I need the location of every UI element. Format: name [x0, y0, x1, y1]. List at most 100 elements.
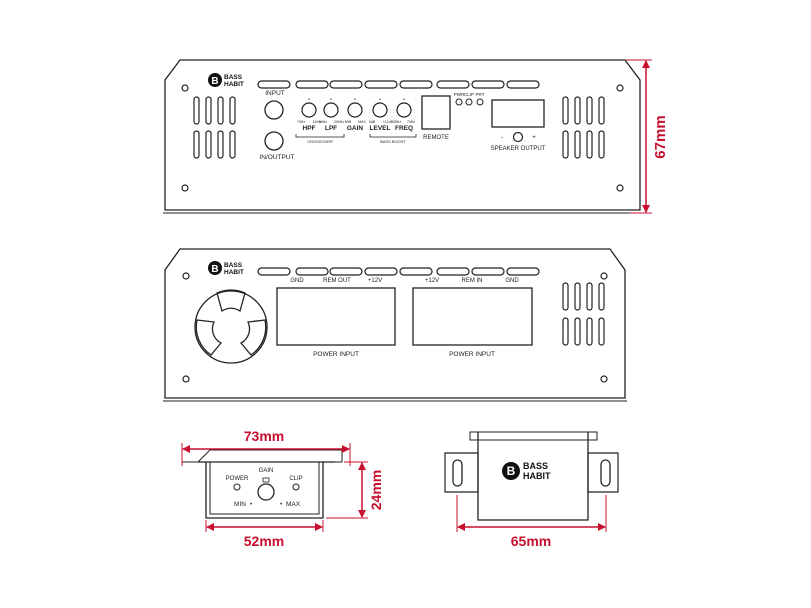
- crossover-label: CROSSOVER: [307, 139, 333, 144]
- svg-text:•: •: [330, 97, 332, 103]
- power-input-block-right[interactable]: [412, 287, 533, 346]
- lpf-knob[interactable]: [323, 102, 339, 118]
- screw-hole-icon: [600, 375, 608, 383]
- brand-logo: B BASS HABIT: [208, 73, 244, 88]
- pwr-led-icon: [455, 98, 463, 106]
- fan-icon: [194, 289, 268, 364]
- svg-text:60Hz: 60Hz: [319, 120, 327, 124]
- svg-text:B: B: [211, 264, 218, 275]
- hpf-knob-group: • 70Hz 1KHz HPF: [297, 97, 322, 132]
- power-input-left-label: POWER INPUT: [313, 351, 359, 358]
- remote-unit-box: B BASS HABIT: [444, 431, 619, 521]
- remote-max-label: MAX: [286, 501, 301, 508]
- dim-52mm-label: 52mm: [244, 533, 284, 549]
- box-brand-line1: BASS: [523, 461, 548, 471]
- svg-text:•: •: [379, 97, 381, 103]
- speaker-plus-label: +: [532, 135, 536, 141]
- remote-label: REMOTE: [423, 135, 449, 141]
- dim-65mm-label: 65mm: [511, 533, 551, 549]
- speaker-output-label: SPEAKER OUTPUT: [491, 146, 546, 152]
- svg-text:B: B: [211, 76, 218, 87]
- remote-unit-front: POWER GAIN CLIP MIN • • MAX: [182, 449, 343, 519]
- clip-led-label: CLIP: [464, 92, 474, 97]
- freq-knob[interactable]: [396, 102, 412, 118]
- terminal-gnd-left-label: GND: [290, 278, 304, 284]
- dim-24mm-label: 24mm: [368, 470, 384, 510]
- svg-text:MAX: MAX: [358, 120, 366, 124]
- dimension-remote-outer-width: 73mm: [181, 428, 351, 466]
- screw-hole-icon: [616, 184, 624, 192]
- svg-text:•: •: [250, 502, 252, 508]
- rca-output-jack[interactable]: [264, 131, 284, 151]
- power-input-block-left[interactable]: [276, 287, 396, 346]
- screw-hole-icon: [182, 375, 190, 383]
- freq-label: FREQ: [395, 125, 413, 132]
- dimension-remote-height: 24mm: [326, 461, 384, 519]
- svg-text:200Hz: 200Hz: [334, 120, 344, 124]
- svg-text:•: •: [280, 502, 282, 508]
- brand-logo-rear: B BASS HABIT: [208, 261, 244, 276]
- speaker-minus-label: -: [501, 135, 503, 141]
- terminal-rem-in-label: REM IN: [462, 278, 483, 284]
- screw-hole-icon: [181, 84, 189, 92]
- clip-led-icon: [465, 98, 473, 106]
- front-panel: B BASS HABIT INPUT IN/OUTPUT • 70Hz 1KHz…: [163, 59, 642, 214]
- svg-text:1KHz: 1KHz: [313, 120, 322, 124]
- prt-led-label: PRT: [476, 92, 485, 97]
- brand-line1: BASS: [224, 74, 243, 81]
- input-label: INPUT: [265, 90, 285, 97]
- level-label: LEVEL: [370, 125, 391, 132]
- in-output-label: IN/OUTPUT: [259, 154, 294, 161]
- pwr-led-label: PWR: [454, 92, 465, 97]
- screw-hole-icon: [181, 184, 189, 192]
- svg-text:MIN: MIN: [345, 120, 352, 124]
- dim-73mm-label: 73mm: [244, 428, 284, 444]
- remote-clip-label: CLIP: [289, 476, 302, 482]
- hpf-label: HPF: [303, 125, 316, 132]
- svg-text:70Hz: 70Hz: [407, 120, 415, 124]
- brand-line2: HABIT: [224, 81, 244, 88]
- remote-power-led-icon: [233, 483, 241, 491]
- remote-power-label: POWER: [226, 476, 249, 482]
- prt-led-icon: [476, 98, 484, 106]
- box-brand-line2: HABIT: [523, 471, 551, 481]
- level-knob-group: • 0dB +12dB LEVEL: [369, 97, 394, 132]
- screw-hole-icon: [182, 272, 190, 280]
- remote-min-label: MIN: [234, 501, 246, 508]
- remote-port[interactable]: [421, 95, 451, 130]
- rear-vent-grille: [562, 282, 605, 346]
- svg-text:B: B: [507, 464, 516, 478]
- svg-text:BASS: BASS: [224, 262, 243, 269]
- hpf-knob[interactable]: [301, 102, 317, 118]
- svg-text:35Hz: 35Hz: [393, 120, 401, 124]
- screw-hole-icon: [616, 84, 624, 92]
- terminal-12v-right-label: +12V: [425, 278, 439, 284]
- dimension-remote-inner-width: 52mm: [205, 520, 324, 549]
- rca-input-jack[interactable]: [264, 100, 284, 120]
- gain-knob[interactable]: [347, 102, 363, 118]
- top-slots: [257, 80, 540, 89]
- svg-text:•: •: [403, 97, 405, 103]
- freq-knob-group: • 35Hz 70Hz FREQ: [393, 97, 415, 132]
- remote-gain-knob[interactable]: [257, 483, 275, 501]
- speaker-output-block[interactable]: [491, 99, 545, 128]
- dim-67mm-label: 67mm: [652, 115, 669, 158]
- terminal-rem-out-label: REM OUT: [323, 278, 351, 284]
- dimension-height-main: 67mm: [626, 59, 669, 214]
- lpf-knob-group: • 60Hz 200Hz LPF: [319, 97, 344, 132]
- mount-slot-right-icon: [600, 459, 611, 487]
- gain-label: GAIN: [347, 125, 364, 132]
- rear-top-slots: [257, 267, 540, 276]
- svg-text:•: •: [354, 97, 356, 103]
- svg-text:•: •: [308, 97, 310, 103]
- lpf-label: LPF: [325, 125, 337, 132]
- rear-panel: B BASS HABIT GND REM OUT +12V +12V REM I…: [163, 248, 627, 402]
- speaker-terminal-icon: [512, 131, 524, 143]
- level-knob[interactable]: [372, 102, 388, 118]
- remote-clip-led-icon: [292, 483, 300, 491]
- svg-text:0dB: 0dB: [369, 120, 376, 124]
- svg-text:HABIT: HABIT: [224, 269, 244, 276]
- gain-knob-group: • MIN MAX GAIN: [345, 97, 367, 132]
- screw-hole-icon: [600, 272, 608, 280]
